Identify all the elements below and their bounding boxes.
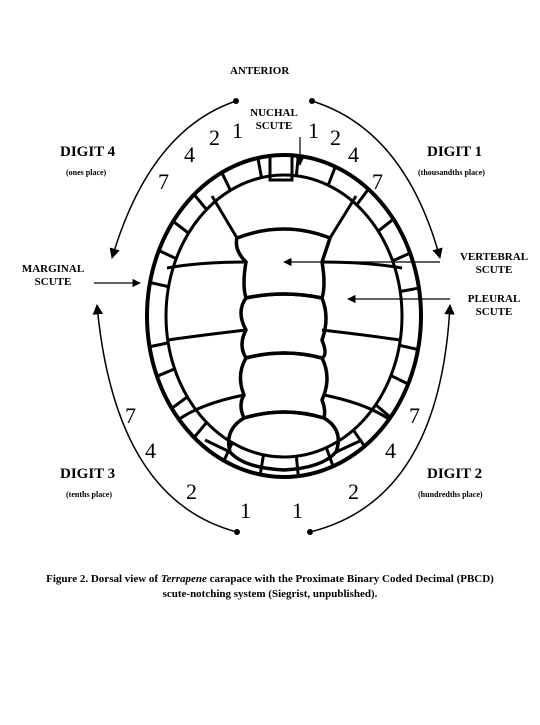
marginal-divider: [390, 374, 409, 386]
marginal-label-line2: SCUTE: [34, 276, 72, 288]
marginal-divider: [399, 343, 419, 351]
vertebral-label-line2: SCUTE: [475, 264, 513, 276]
notch-value-bl-7: 7: [125, 403, 136, 428]
notch-value-bl-2: 2: [186, 479, 197, 504]
marginal-divider: [355, 188, 370, 206]
marginal-divider: [256, 157, 263, 178]
anterior-label: ANTERIOR: [230, 65, 290, 77]
digit1-title: DIGIT 1: [427, 144, 483, 160]
digit4-place: (ones place): [66, 168, 107, 177]
notch-value-br-7: 7: [409, 403, 420, 428]
pleural-scute-label: PLEURAL SCUTE: [456, 293, 532, 319]
marginal-divider: [149, 281, 169, 289]
notch-value-tr-7: 7: [372, 169, 383, 194]
digit1-arc: [311, 100, 443, 260]
nuchal-label-line2: SCUTE: [255, 120, 293, 132]
marginal-divider: [374, 403, 392, 419]
notch-value-tr-2: 2: [330, 125, 341, 150]
marginal-divider: [149, 341, 169, 349]
marginal-scute-dividers: [149, 155, 420, 477]
pleural-label-line1: PLEURAL: [467, 293, 521, 305]
caption-suffix: carapace with the Proximate Binary Coded…: [206, 573, 494, 585]
digit4-title: DIGIT 4: [60, 144, 116, 160]
marginal-divider: [156, 367, 176, 378]
figure-caption: Figure 2. Dorsal view of Terrapene carap…: [20, 572, 520, 602]
digit3-arc: [92, 303, 238, 533]
marginal-divider: [326, 166, 337, 186]
digit4-arc: [109, 100, 237, 260]
marginal-label-line1: MARGINAL: [21, 263, 85, 275]
digit2-place: (hundredths place): [418, 490, 483, 499]
caption-genus: Terrapene: [160, 573, 207, 585]
notch-value-tl-1: 1: [232, 118, 243, 143]
marginal-scute-label: MARGINAL SCUTE: [16, 263, 90, 289]
vertebral-scute-label: VERTEBRAL SCUTE: [454, 251, 534, 277]
notch-value-tl-7: 7: [158, 169, 169, 194]
vertebral-scutes: [226, 227, 340, 472]
notch-value-br-2: 2: [348, 479, 359, 504]
notch-value-br-4: 4: [385, 438, 396, 463]
marginal-divider: [352, 429, 366, 448]
caption-line2: scute-notching system (Siegrist, unpubli…: [162, 588, 378, 600]
marginal-divider: [192, 193, 208, 211]
digit3-title: DIGIT 3: [60, 466, 116, 482]
digit-arcs: [92, 100, 455, 533]
vertebral-scute-1: [234, 227, 333, 301]
marginal-divider: [220, 171, 232, 192]
marginal-divider: [294, 456, 300, 477]
marginal-divider: [377, 217, 395, 233]
nuchal-scute-label: NUCHAL SCUTE: [246, 107, 302, 133]
marginal-divider: [392, 251, 411, 263]
notch-value-bl-1: 1: [240, 498, 251, 523]
marginal-divider: [294, 155, 300, 176]
vertebral-scute-4: [226, 410, 340, 472]
caption-prefix: Figure 2. Dorsal view of: [46, 573, 161, 585]
digit2-title: DIGIT 2: [427, 466, 483, 482]
marginal-divider: [192, 421, 208, 439]
notch-value-tr-4: 4: [348, 142, 359, 167]
nuchal-label-line1: NUCHAL: [250, 107, 298, 119]
arc-endpoints: [233, 98, 315, 535]
pointer-arrows: [94, 137, 450, 304]
notch-value-tl-2: 2: [209, 125, 220, 150]
carapace-shell: [145, 153, 423, 479]
digit1-place: (thousandths place): [418, 168, 485, 177]
nuchal-scute: [268, 154, 294, 182]
marginal-divider: [399, 286, 420, 293]
caption-line1: Figure 2. Dorsal view of Terrapene carap…: [20, 572, 520, 587]
digit2-arc: [309, 303, 455, 533]
vertebral-label-line1: VERTEBRAL: [459, 251, 529, 263]
marginal-divider: [158, 249, 177, 261]
vertebral-scute-3: [238, 351, 329, 421]
marginal-divider: [172, 220, 190, 235]
notch-value-bl-4: 4: [145, 438, 156, 463]
notch-value-tr-1: 1: [308, 118, 319, 143]
marginal-divider: [258, 454, 265, 475]
marginal-divider: [170, 395, 189, 410]
notch-value-tl-4: 4: [184, 142, 195, 167]
digit3-place: (tenths place): [66, 490, 112, 499]
vertebral-scute-2: [239, 292, 328, 361]
notch-value-br-1: 1: [292, 498, 303, 523]
pleural-label-line2: SCUTE: [475, 306, 513, 318]
